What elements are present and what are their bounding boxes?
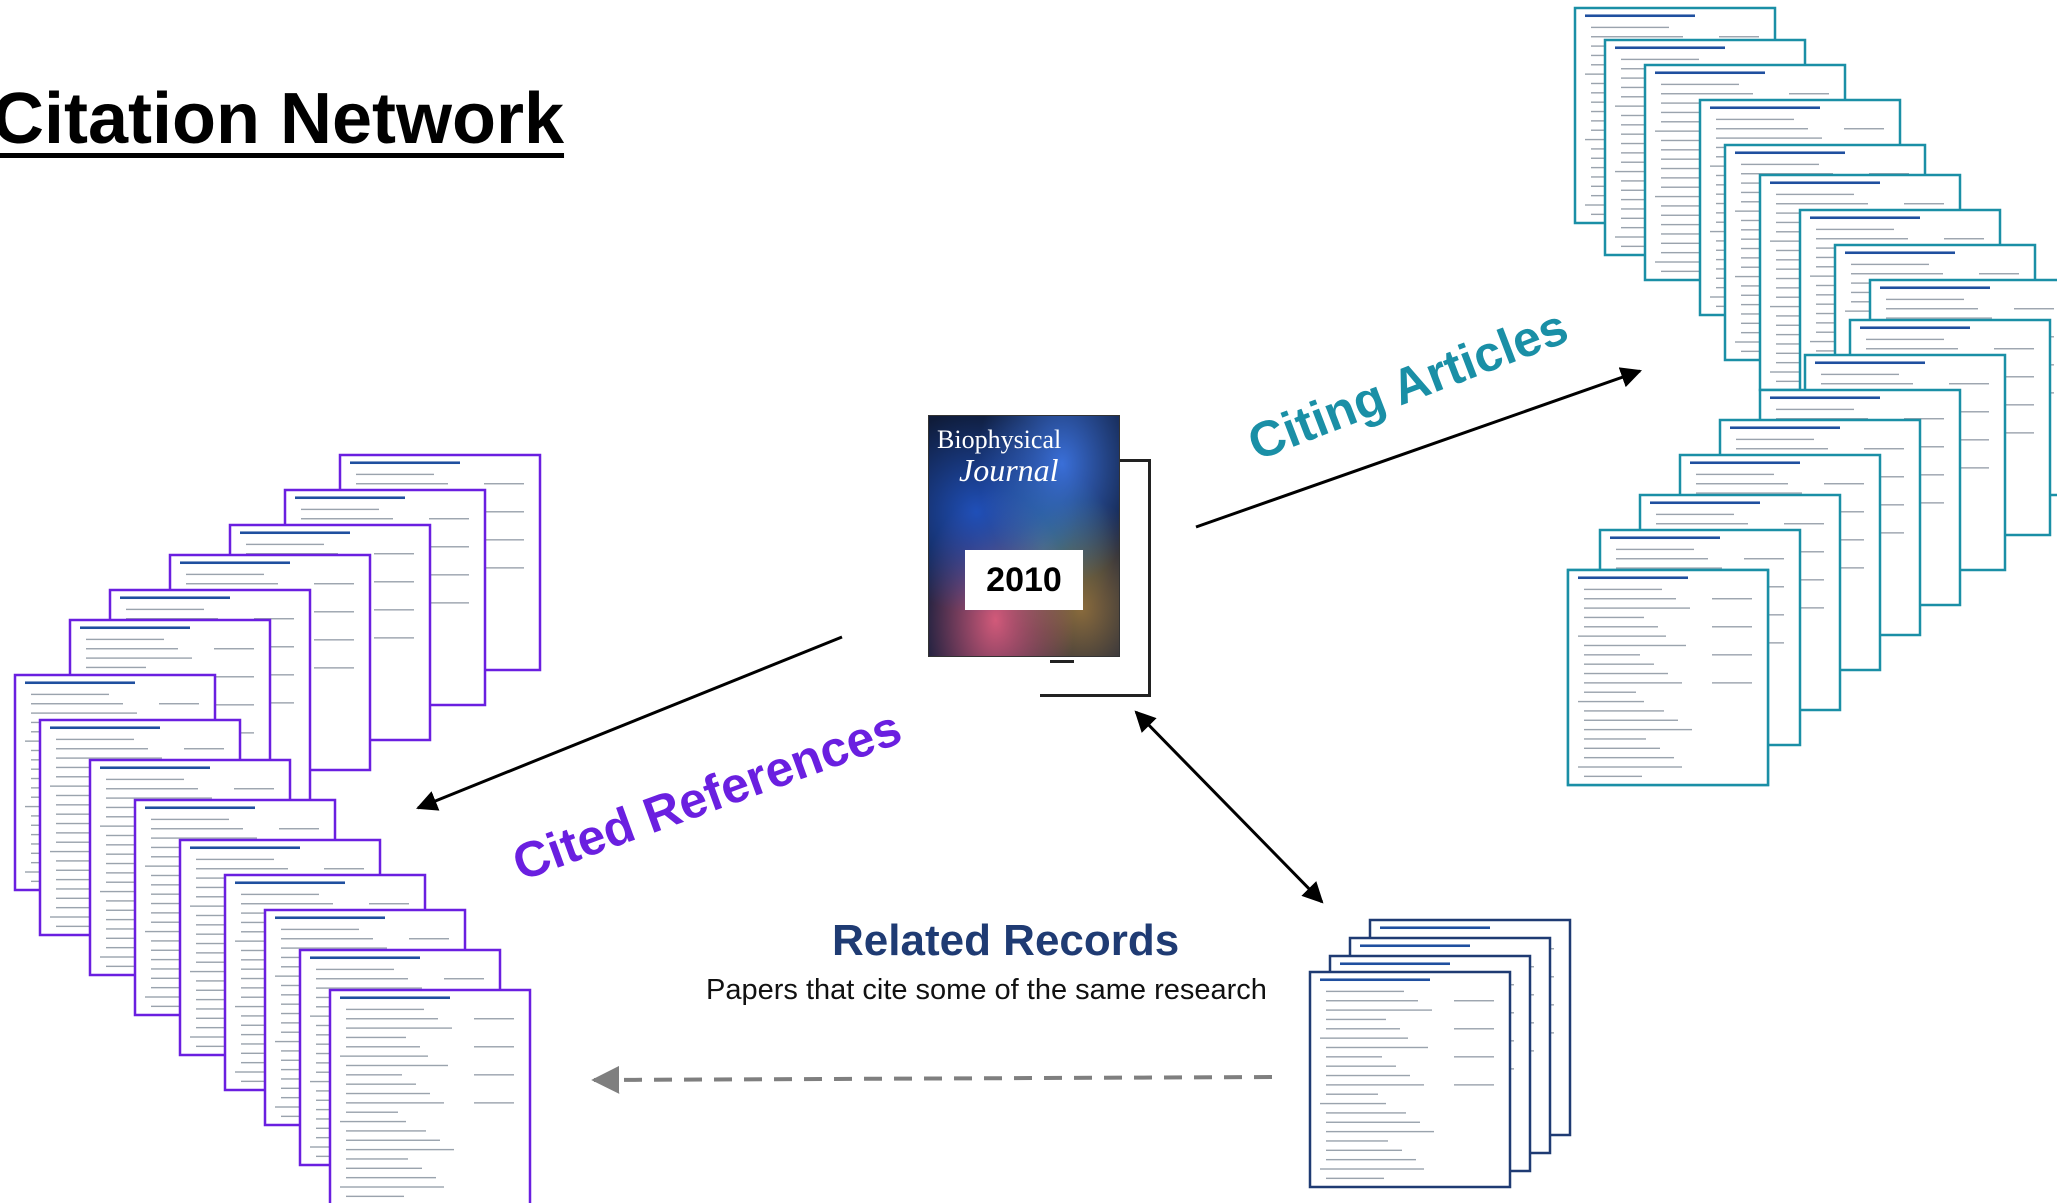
journal-name-italic: Journal <box>959 452 1059 488</box>
journal-year: 2010 <box>965 550 1083 610</box>
related-records-subtitle: Papers that cite some of the same resear… <box>706 974 1267 1006</box>
related-records-paper <box>1308 970 1512 1189</box>
related-arrow <box>1134 710 1324 904</box>
cited-references-paper <box>328 988 532 1203</box>
citing-arrow <box>1195 367 1642 529</box>
related-dashed-arrow <box>591 1065 1273 1094</box>
journal-icon: Biophysical Journal 2010 <box>928 415 1160 697</box>
journal-cover: Biophysical Journal 2010 <box>928 415 1120 657</box>
journal-name: Biophysical <box>937 425 1062 454</box>
page-title: Citation Network <box>0 79 565 159</box>
related-records-title: Related Records <box>832 916 1180 965</box>
binder-line <box>1050 660 1074 663</box>
citing-articles-paper <box>1566 568 1770 787</box>
cited-arrow <box>416 635 843 811</box>
